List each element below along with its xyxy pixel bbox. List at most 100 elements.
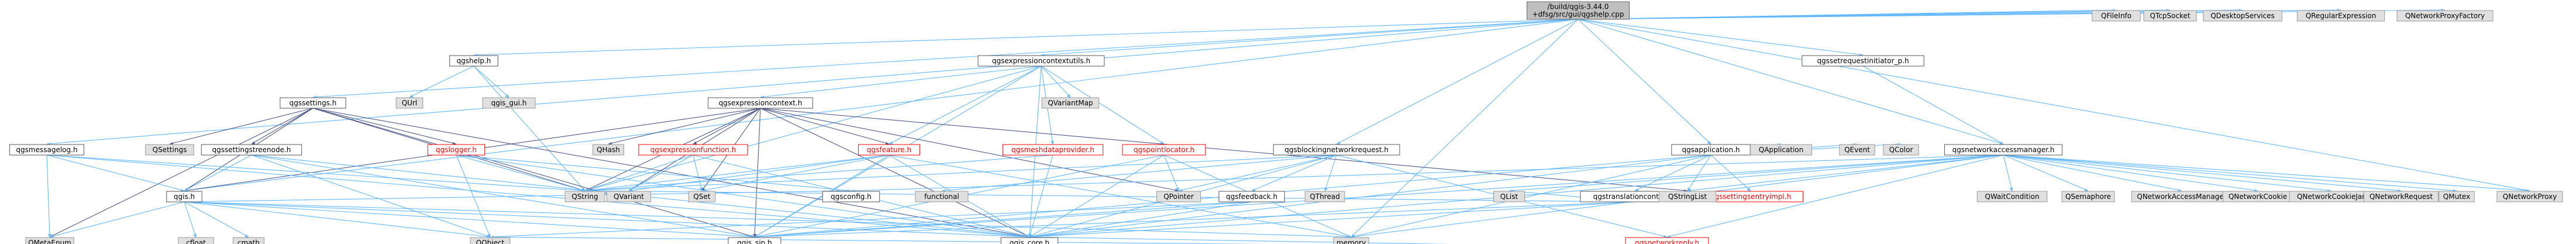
node-qgsfeedback[interactable]: qgsfeedback.h — [1218, 191, 1285, 202]
edge-qgsexprctxutils-to-QVariantMap — [1041, 66, 1071, 98]
node-qgsmessagelog[interactable]: qgsmessagelog.h — [9, 144, 84, 156]
node-box — [1802, 55, 1924, 67]
node-label: qgsmessagelog.h — [16, 146, 77, 154]
edge-qgspointloc-to-QPointer — [1163, 154, 1179, 191]
node-qgis_core[interactable]: qgis_core.h — [1000, 237, 1059, 244]
edge-qgssettings-to-qgslogger — [312, 108, 457, 146]
edge-qgsexprfunc-to-QSet — [693, 154, 703, 191]
node-qgsexprfunc[interactable]: qgsexpressionfunction.h — [638, 144, 748, 156]
node-QHash: QHash — [593, 144, 624, 156]
edge-qgssettings-to-qgssettingstree — [251, 108, 314, 145]
node-qgslogger[interactable]: qgslogger.h — [427, 144, 485, 156]
edge-layer — [46, 9, 2530, 244]
node-box — [2396, 10, 2494, 22]
node-qgsfeature[interactable]: qgsfeature.h — [858, 144, 920, 156]
node-qgspointloc[interactable]: qgspointlocator.h — [1122, 144, 1206, 156]
node-label: QNetworkProxy — [2503, 193, 2557, 201]
edge-qgshelp-to-QString — [473, 66, 586, 191]
node-QRegularExpression: QRegularExpression — [2296, 10, 2385, 22]
node-label: qgsapplication.h — [1682, 146, 1740, 154]
edge-qgsnetaccmgr-to-QNAM — [2003, 154, 2182, 193]
node-label: /build/qgis-3.44.0 — [1548, 3, 1609, 11]
node-box — [1122, 144, 1206, 156]
node-qgssetentryimpl[interactable]: qgssettingsentryimpl.h — [1698, 191, 1803, 202]
node-label: QList — [1500, 193, 1518, 201]
node-box — [280, 97, 346, 109]
edge-qgsblocknet-to-QPointer — [1178, 154, 1337, 193]
node-QTcpSocket: QTcpSocket — [2143, 10, 2197, 22]
node-label: qgstranslationcontext.h — [1593, 193, 1677, 201]
node-label: QUrl — [402, 99, 418, 107]
node-label: QRegularExpression — [2306, 12, 2377, 20]
node-qgis_sip[interactable]: qgis_sip.h — [728, 237, 781, 244]
node-box — [9, 144, 84, 156]
node-QNetworkCookie: QNetworkCookie — [2222, 191, 2293, 202]
node-box — [1333, 237, 1369, 244]
node-label: qgssettingsentryimpl.h — [1710, 193, 1791, 201]
node-QString: QString — [564, 191, 605, 202]
node-label: cfloat — [186, 239, 206, 244]
node-qgsnetreply[interactable]: qgsnetworkreply.h — [1625, 237, 1709, 244]
node-qgsblocknet[interactable]: qgsblockingnetworkrequest.h — [1273, 144, 1400, 156]
node-label: qgsfeedback.h — [1226, 193, 1277, 201]
node-qgis_gui: qgis_gui.h — [482, 97, 536, 109]
node-qgssettingstree[interactable]: qgssettingstreenode.h — [201, 144, 302, 156]
node-qgshelp[interactable]: qgshelp.h — [449, 55, 498, 67]
node-box — [977, 55, 1105, 67]
node-qgsmeshdata[interactable]: qgsmeshdataprovider.h — [1002, 144, 1104, 156]
node-layer: /build/qgis-3.44.0+dfsg/src/gui/qgshelp.… — [9, 1, 2563, 244]
node-qgssetrequest[interactable]: qgssetrequestinitiator_p.h — [1802, 55, 1924, 67]
node-QSemaphore: QSemaphore — [2061, 191, 2115, 202]
node-box — [1750, 144, 1812, 156]
node-label: QHash — [597, 146, 620, 154]
node-label: qgis.h — [174, 193, 195, 201]
node-box — [145, 144, 194, 156]
edge-root-to-qgssetrequest — [1578, 19, 1864, 57]
edge-qgshelp-to-QUrl — [409, 66, 474, 98]
edge-root-to-qgsnetaccmgr — [1578, 19, 2004, 146]
node-label: QStringList — [1668, 193, 1707, 201]
node-label: qgsnetworkreply.h — [1635, 239, 1699, 244]
node-QNetworkCookieJar: QNetworkCookieJar — [2289, 191, 2373, 202]
node-label: QVariant — [614, 193, 644, 201]
node-qgsapplication[interactable]: qgsapplication.h — [1671, 144, 1751, 156]
node-QSet: QSet — [688, 191, 716, 202]
edge-qgis-to-qgsconfig — [184, 190, 852, 202]
node-qgsconfig[interactable]: qgsconfig.h — [822, 191, 880, 202]
node-box — [2092, 10, 2141, 22]
node-label: qgsexpressioncontextutils.h — [992, 57, 1090, 65]
node-QSettings: QSettings — [145, 144, 194, 156]
node-qgssettings[interactable]: qgssettings.h — [280, 97, 346, 109]
node-box — [2296, 10, 2385, 22]
node-label: functional — [924, 193, 959, 201]
node-qgsexprctx[interactable]: qgsexpressioncontext.h — [708, 97, 813, 109]
node-label: qgshelp.h — [457, 57, 491, 65]
node-box — [1273, 144, 1400, 156]
node-box — [606, 191, 652, 202]
node-QMetaEnum: QMetaEnum — [25, 237, 74, 244]
node-label: qgsblockingnetworkrequest.h — [1284, 146, 1389, 154]
node-label: qgssetrequestinitiator_p.h — [1817, 57, 1909, 65]
node-label: QThread — [1310, 193, 1339, 201]
edge-qgsnetaccmgr-to-QWaitCondition — [2003, 154, 2013, 191]
node-qgsnetaccmgr[interactable]: qgsnetworkaccessmanager.h — [1944, 144, 2062, 156]
node-label: QSemaphore — [2065, 193, 2111, 201]
node-QList: QList — [1493, 191, 1525, 202]
node-box — [449, 55, 498, 67]
node-label: QNetworkProxyFactory — [2405, 12, 2485, 20]
node-label: QObject — [476, 239, 505, 244]
node-qgsexprctxutils[interactable]: qgsexpressioncontextutils.h — [977, 55, 1105, 67]
node-QNetworkProxyFactory: QNetworkProxyFactory — [2396, 10, 2494, 22]
node-QVariant: QVariant — [606, 191, 652, 202]
node-label: qgsfeature.h — [867, 146, 911, 154]
node-box — [2061, 191, 2115, 202]
edge-qgsnetaccmgr-to-QNetworkCookie — [2003, 154, 2258, 193]
node-QApplication: QApplication — [1750, 144, 1812, 156]
node-qgis[interactable]: qgis.h — [166, 191, 202, 202]
node-box — [728, 237, 781, 244]
node-QNAM: QNetworkAccessManager — [2131, 191, 2233, 202]
node-box — [395, 97, 423, 109]
node-label: qgis_gui.h — [491, 99, 527, 107]
node-box — [1527, 1, 1630, 20]
